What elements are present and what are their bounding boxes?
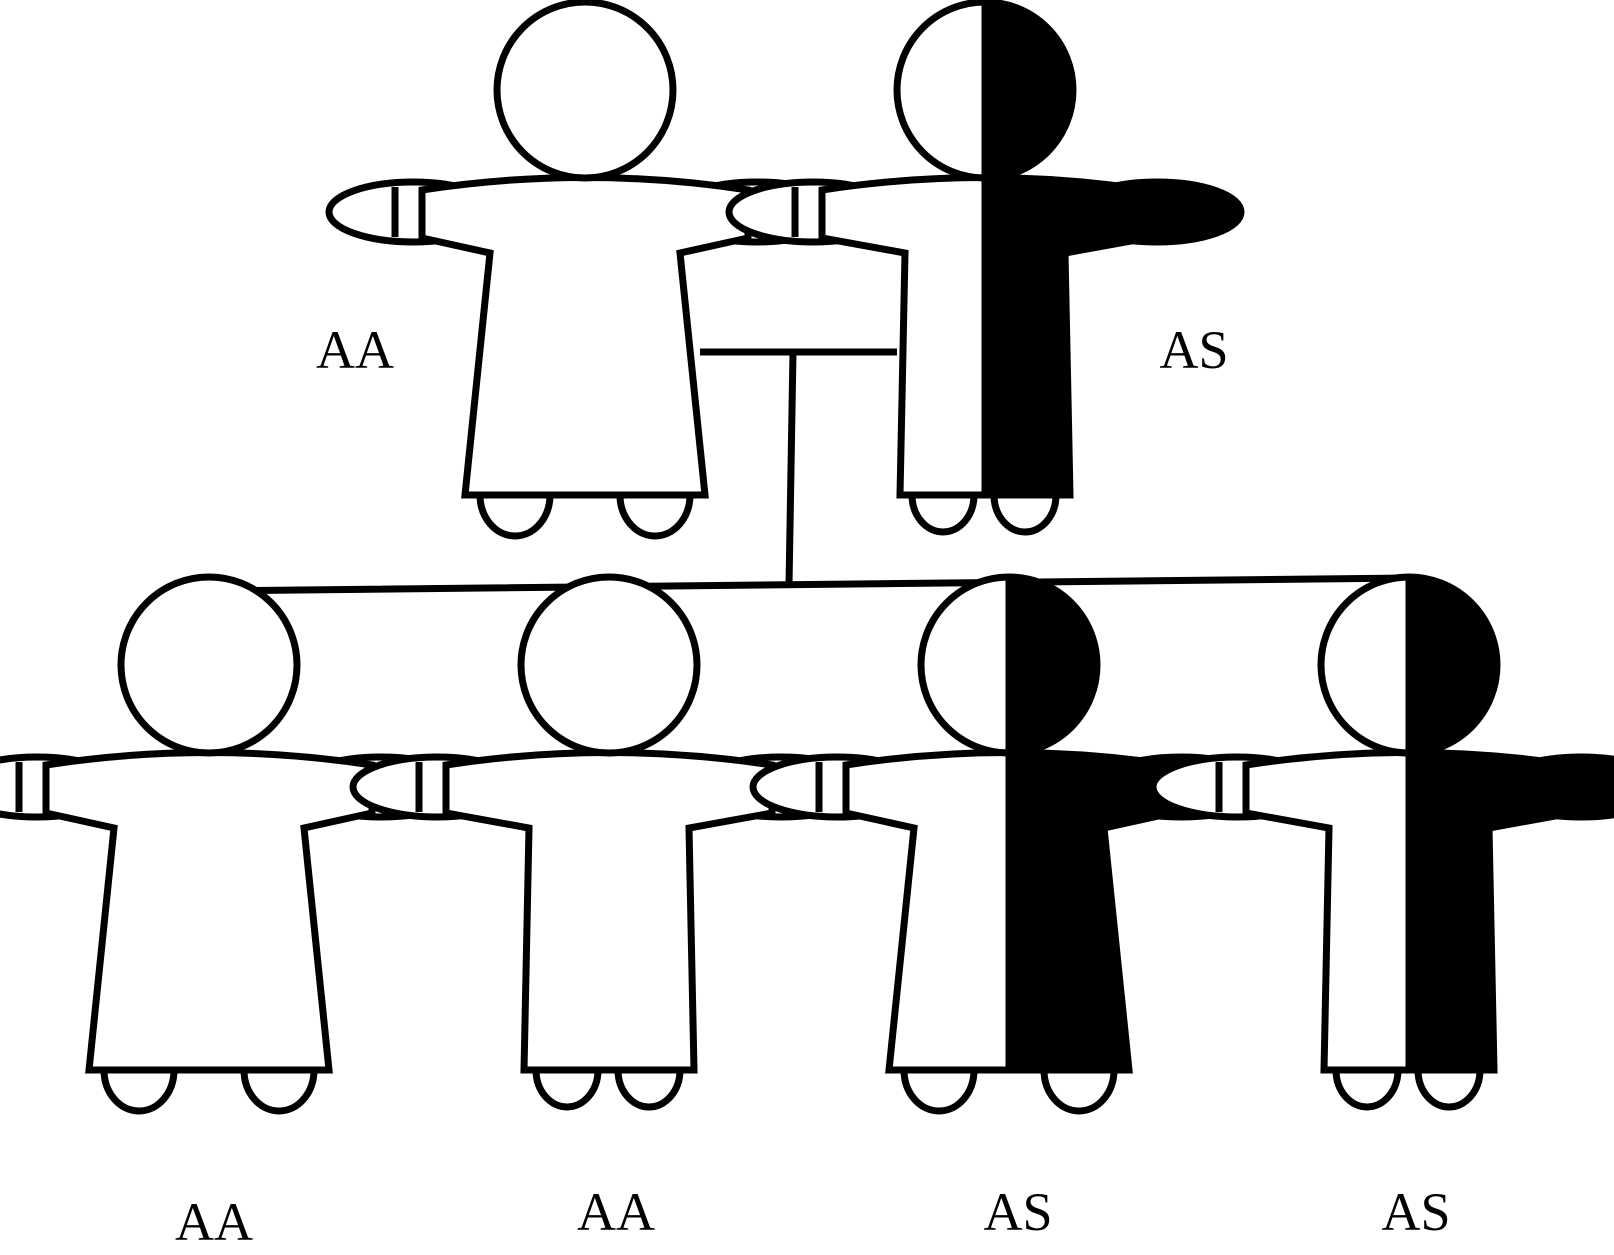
left-foot (1332, 1069, 1402, 1111)
right-foot (616, 494, 694, 540)
right-foot (1414, 1069, 1484, 1111)
dress-body (418, 174, 752, 499)
child-1 (0, 573, 469, 1115)
left-foot (908, 494, 978, 536)
child-4 (1149, 573, 1614, 1111)
left-foot (476, 494, 554, 540)
child-4-genotype-label: AS (1381, 1182, 1450, 1242)
parent-2-genotype-label: AS (1159, 320, 1228, 380)
left-foot (532, 1069, 602, 1111)
shaded-head-half (1009, 577, 1097, 753)
left-foot (900, 1069, 978, 1115)
parent-1-genotype-label: AA (316, 320, 394, 380)
pedigree-lines (200, 348, 1414, 622)
right-foot (240, 1069, 318, 1115)
parent-1 (325, 0, 845, 540)
child-2 (349, 573, 869, 1111)
child-3-genotype-label: AS (983, 1182, 1052, 1242)
shaded-body-half (1409, 752, 1572, 1070)
parent-2 (725, 0, 1245, 536)
dress-body (42, 749, 376, 1074)
head (117, 573, 301, 757)
trousers-body (442, 749, 776, 1074)
shaded-head-half (985, 2, 1073, 178)
right-foot (990, 494, 1060, 536)
descent-line (785, 351, 797, 586)
head (493, 0, 677, 182)
shaded-head-half (1409, 577, 1497, 753)
right-foot (1040, 1069, 1118, 1115)
left-foot (100, 1069, 178, 1115)
sibship-line (200, 574, 1414, 622)
shaded-body-half (985, 177, 1148, 495)
head (517, 573, 701, 757)
child-1-genotype-label: AA (175, 1192, 253, 1252)
child-3 (749, 573, 1269, 1115)
carrier-shading (1409, 577, 1614, 1070)
child-2-genotype-label: AA (577, 1182, 655, 1242)
shaded-body-half (1009, 752, 1172, 1070)
right-foot (614, 1069, 684, 1111)
carrier-shading (985, 2, 1241, 495)
